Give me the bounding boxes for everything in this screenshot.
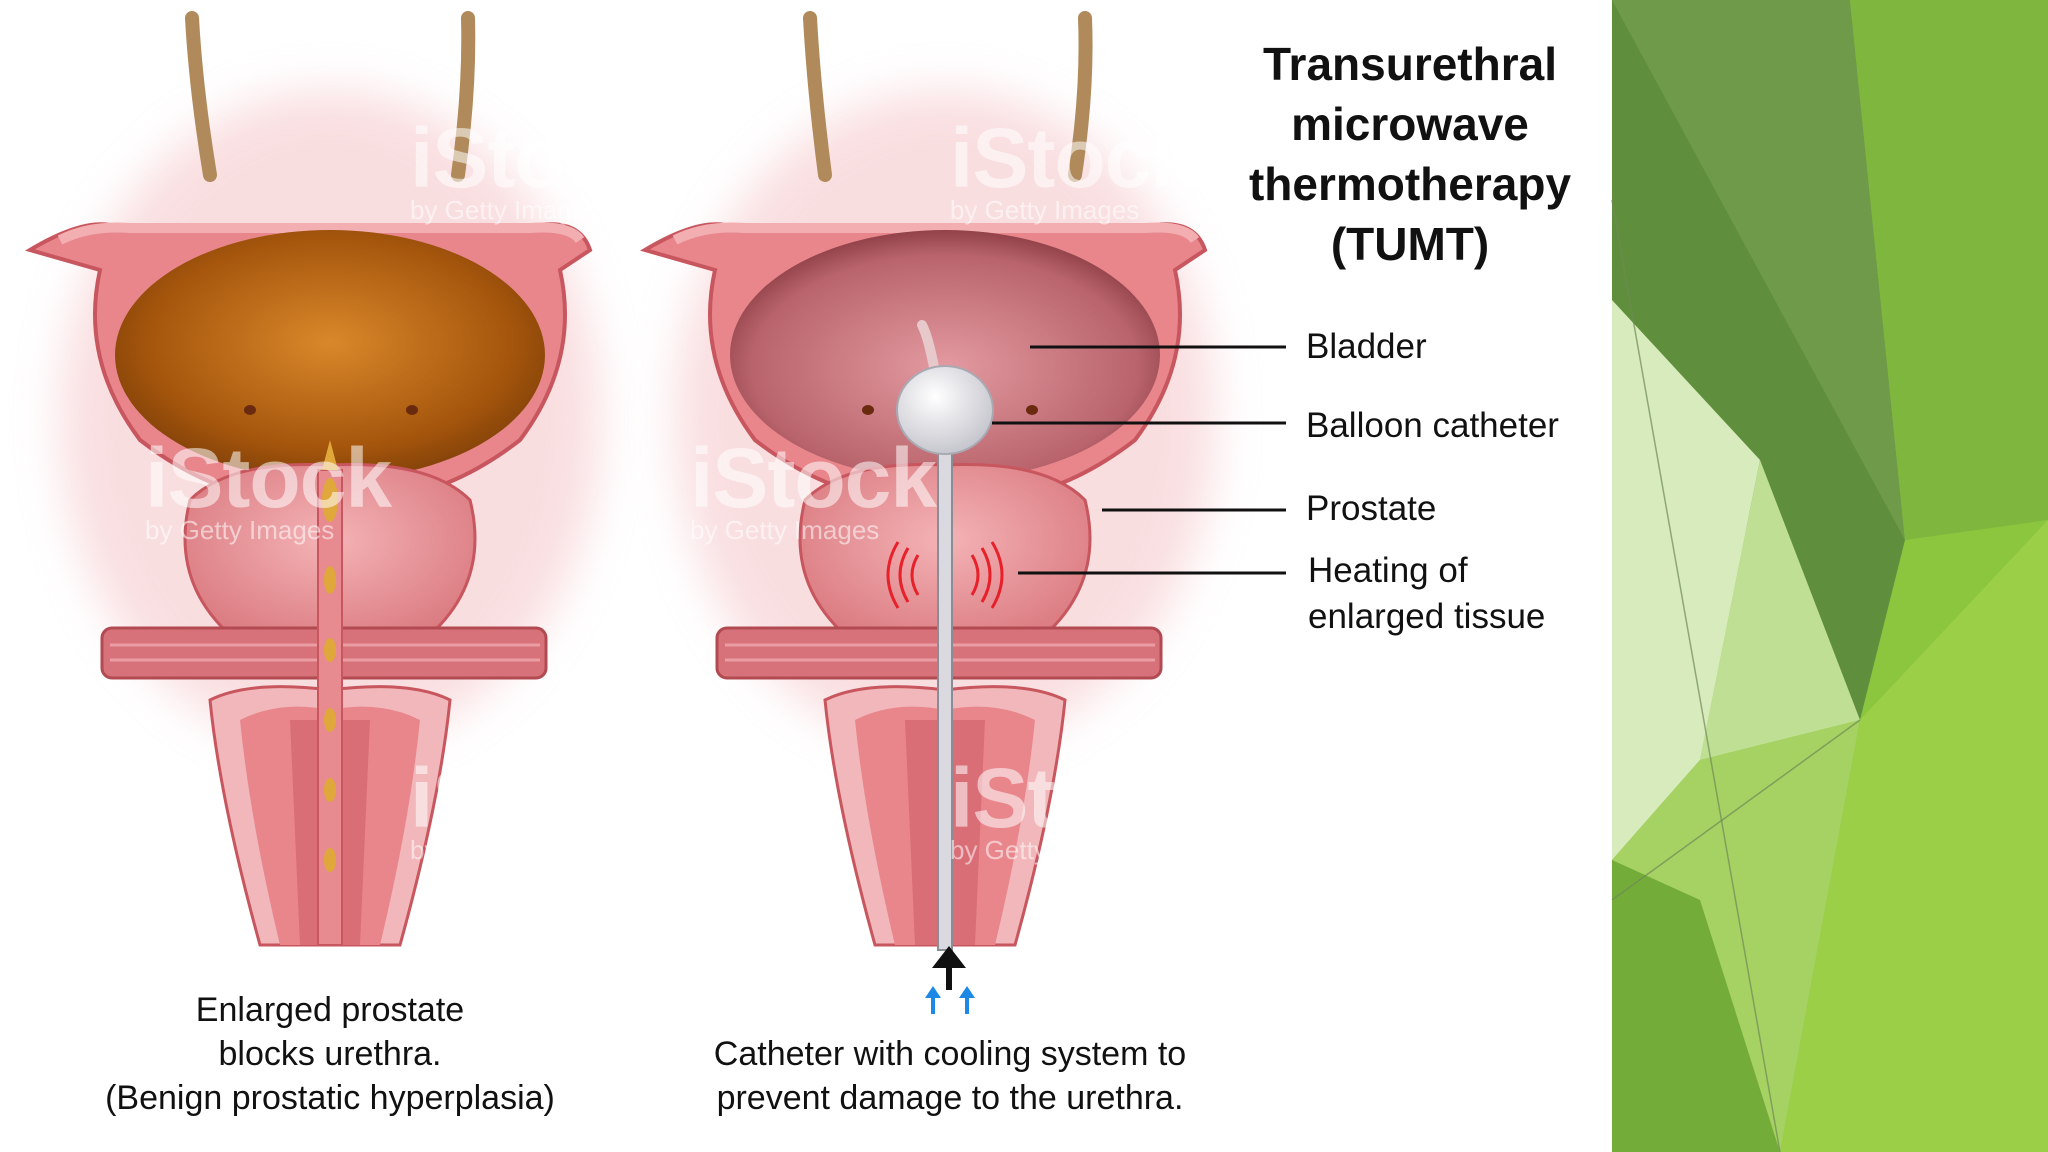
caption-right: Catheter with cooling system to prevent …: [680, 1032, 1220, 1120]
leader-lines: [992, 345, 1286, 575]
caption-left-line3: (Benign prostatic hyperplasia): [105, 1079, 555, 1117]
left-organ: [25, 11, 600, 947]
label-balloon-catheter: Balloon catheter: [1306, 406, 1559, 445]
label-heating-line2: enlarged tissue: [1308, 597, 1546, 636]
label-prostate: Prostate: [1306, 489, 1437, 528]
green-side-panel: [1611, 0, 2048, 1152]
caption-left: Enlarged prostate blocks urethra. (Benig…: [60, 988, 600, 1120]
title-line: microwave: [1291, 98, 1529, 150]
label-heating: Heating of enlarged tissue: [1308, 548, 1545, 640]
title-line: thermotherapy: [1248, 158, 1572, 210]
label-bladder: Bladder: [1306, 327, 1427, 366]
label-heating-line1: Heating of: [1308, 551, 1468, 590]
slide-title: Transurethral microwave thermotherapy (T…: [1180, 34, 1640, 274]
caption-left-line1: Enlarged prostate: [195, 991, 465, 1029]
caption-right-line1: Catheter with cooling system to: [713, 1035, 1187, 1073]
right-organ: [640, 11, 1215, 1014]
caption-left-line2: blocks urethra.: [218, 1035, 442, 1073]
caption-right-line2: prevent damage to the urethra.: [716, 1079, 1184, 1117]
title-line: (TUMT): [1330, 218, 1490, 270]
title-line: Transurethral: [1263, 38, 1557, 90]
